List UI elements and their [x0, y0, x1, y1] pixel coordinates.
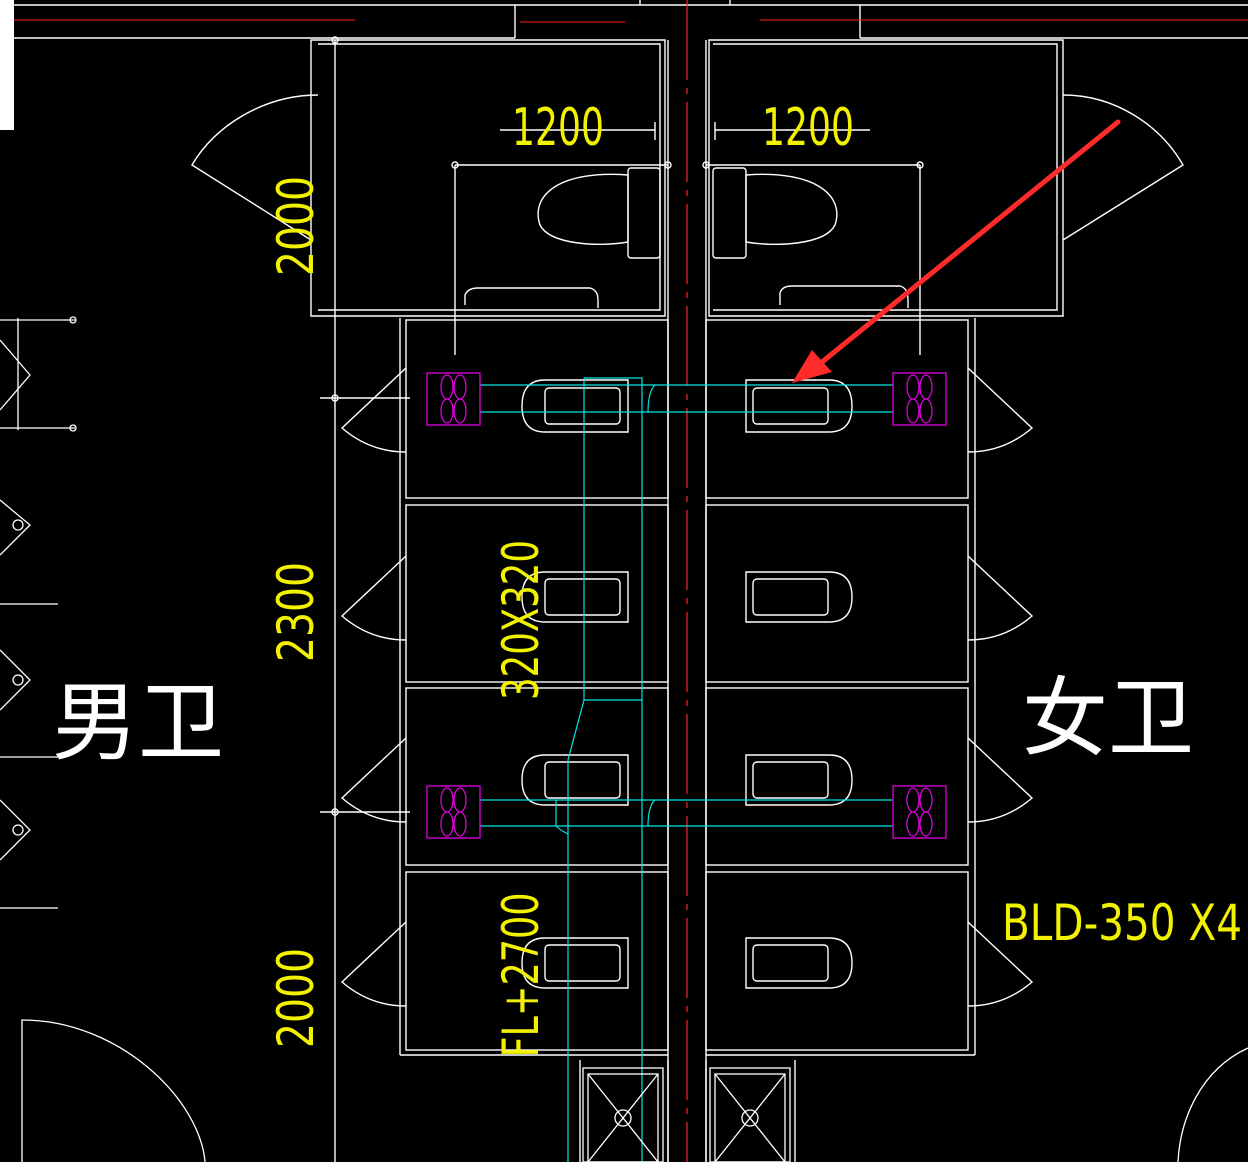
equipment-tag: BLD-350 X4	[1002, 894, 1242, 952]
duct-elevation-label: FL+2700	[492, 893, 550, 1058]
room-label-men: 男卫	[52, 673, 224, 773]
stall-cells	[405, 319, 969, 1051]
dim-stall-depth-top: 2000	[267, 176, 325, 276]
duct-size-label: 320X320	[492, 540, 550, 700]
exhaust-fans	[426, 372, 947, 839]
top-axis-lines	[10, 19, 1248, 23]
dim-stall-width-right: 1200	[762, 98, 854, 158]
corridor-walls	[320, 40, 976, 1162]
dim-stall-depth-mid: 2300	[267, 562, 325, 662]
upper-stalls	[191, 36, 1184, 355]
left-side-fixtures	[0, 316, 1248, 1162]
red-arrow	[792, 119, 1121, 383]
room-label-women: 女卫	[1022, 669, 1194, 769]
dim-stall-depth-bottom: 2000	[267, 948, 325, 1048]
squat-toilets	[521, 379, 853, 989]
floor-drains	[582, 1067, 791, 1162]
dim-stall-width-left: 1200	[512, 98, 604, 158]
top-wall	[0, 0, 1248, 39]
white-block	[0, 0, 14, 130]
stall-doors	[340, 367, 1034, 1007]
